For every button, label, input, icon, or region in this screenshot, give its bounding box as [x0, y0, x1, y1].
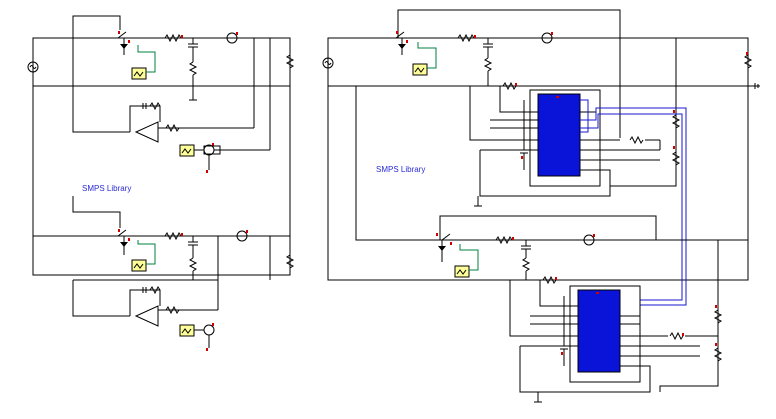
left-switch-2[interactable] — [112, 229, 130, 255]
right-library-label: SMPS Library — [376, 165, 425, 174]
right-switch-1[interactable] — [390, 31, 408, 55]
left-load-resistor-2 — [285, 254, 295, 269]
left-frame — [32, 37, 291, 276]
left-resistor-top — [164, 33, 182, 43]
left-reference-source-1[interactable] — [179, 143, 270, 173]
right-frame — [327, 37, 749, 281]
right-input-source[interactable] — [322, 57, 334, 69]
left-feedback-left — [72, 38, 130, 133]
right-feedback-top — [397, 9, 621, 138]
left-current-probe-2[interactable] — [236, 230, 248, 242]
right-resistor-top-2 — [495, 235, 513, 245]
left-input-source[interactable] — [27, 61, 39, 73]
right-current-probe-2[interactable] — [583, 234, 595, 246]
right-output-capacitor — [483, 38, 493, 86]
right-current-probe-1[interactable] — [541, 32, 553, 44]
right-ic2-pins — [509, 240, 723, 403]
right-pwm-control-2[interactable] — [454, 244, 479, 278]
left-output-capacitor — [188, 38, 198, 101]
left-switch-1[interactable] — [112, 31, 130, 55]
left-resistor-top-2 — [164, 231, 182, 241]
right-circuit: SMPS Library — [322, 9, 760, 403]
left-error-amplifier-2[interactable] — [129, 286, 218, 327]
right-ic1-pins — [469, 38, 681, 207]
right-sync-link-2 — [580, 113, 683, 301]
right-stage2-input — [355, 86, 440, 241]
left-output-capacitor-2 — [188, 236, 198, 280]
right-pwm-control-1[interactable] — [412, 42, 437, 76]
left-library-label: SMPS Library — [82, 184, 131, 193]
left-feedback-top-2 — [72, 196, 121, 228]
left-reference-source-2[interactable] — [179, 323, 215, 351]
right-controller-ic-2[interactable] — [569, 285, 641, 383]
right-stage2-feedback — [439, 215, 657, 240]
left-feedback-top — [72, 15, 121, 38]
right-load-resistor-1 — [743, 54, 753, 69]
right-sync-link-1 — [580, 107, 687, 306]
right-output-capacitor-2 — [521, 240, 531, 280]
left-circuit: SMPS Library — [27, 15, 295, 351]
left-pwm-control-1[interactable] — [131, 45, 156, 80]
left-pwm-control-2[interactable] — [131, 240, 156, 272]
right-switch-2[interactable] — [436, 233, 452, 262]
left-load-resistor-1 — [285, 54, 295, 69]
left-current-probe-1[interactable] — [226, 32, 238, 44]
right-controller-ic-1[interactable] — [529, 89, 601, 187]
left-error-amplifier-1[interactable] — [129, 102, 254, 143]
right-sync-link-3 — [580, 99, 589, 133]
left-feedback-left-2 — [72, 280, 130, 317]
right-resistor-top — [457, 33, 475, 43]
